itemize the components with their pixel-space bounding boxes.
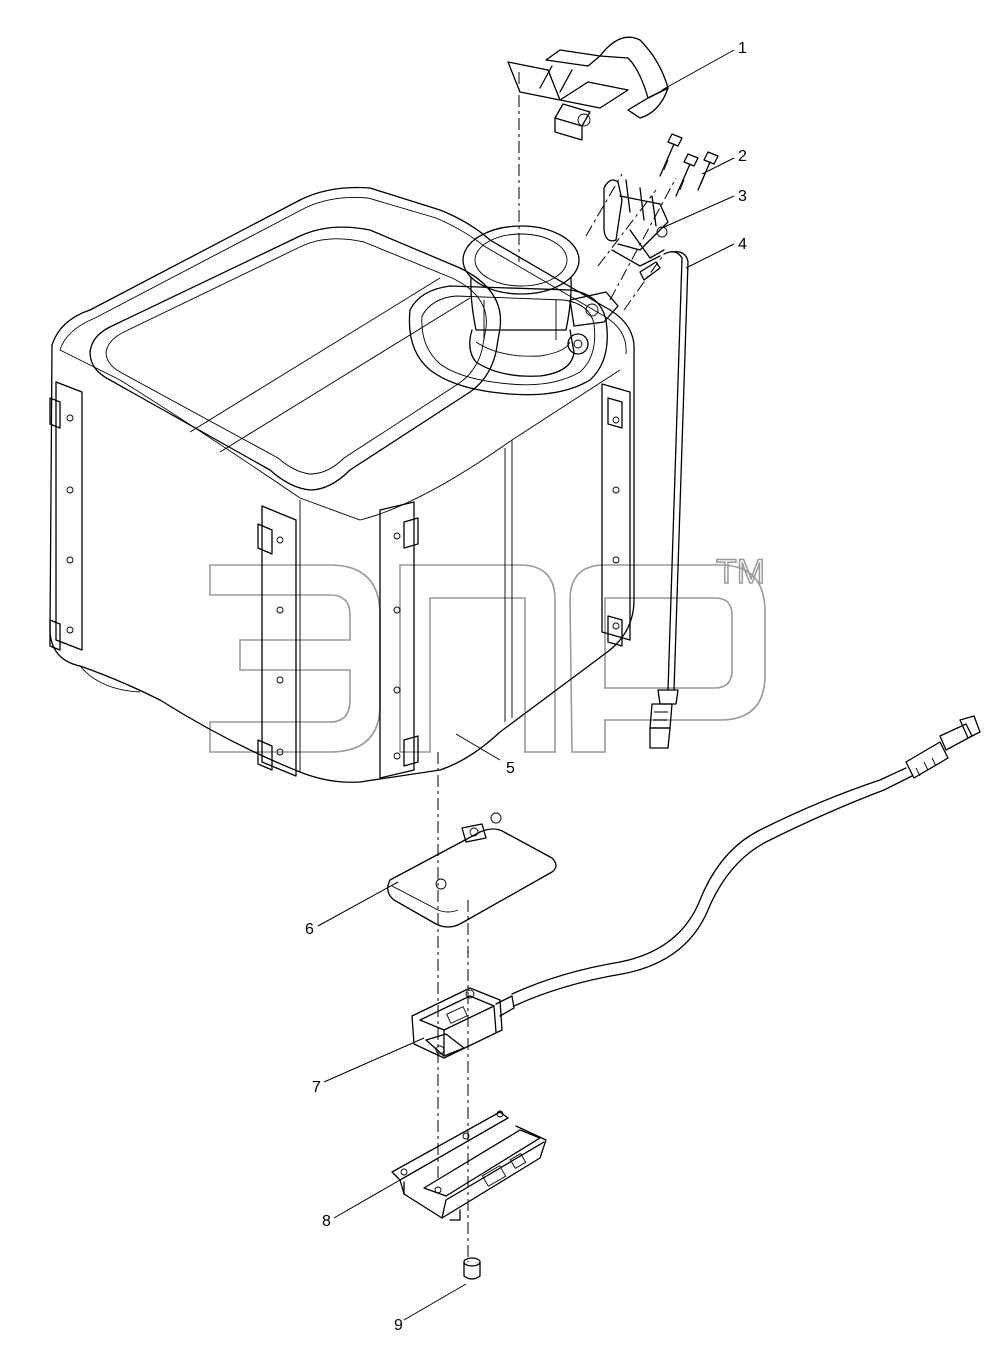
callout-9: 9: [394, 1317, 403, 1334]
trademark-text: TM: [716, 553, 765, 591]
callout-1: 1: [738, 40, 747, 57]
part-9-bolt: [463, 1257, 481, 1280]
callout-5: 5: [506, 760, 515, 777]
tank-strap-center-right: [379, 501, 419, 779]
part-1-clamp-bracket: [507, 36, 669, 141]
callout-8: 8: [322, 1213, 331, 1230]
tank-strap-center-left: [257, 505, 297, 777]
part-7-sensor-cable: [411, 715, 981, 1059]
callout-4: 4: [738, 236, 747, 253]
watermark-logo: TM: [209, 552, 766, 753]
part-6-plate: [387, 812, 557, 928]
part-5-tank: [49, 186, 635, 783]
part-4-hose: [639, 251, 689, 749]
callout-6: 6: [305, 921, 314, 938]
part-3-sensor-head: [603, 179, 669, 267]
callout-3: 3: [738, 188, 747, 205]
assembly-axes: [437, 72, 677, 1262]
leader-lines: [317, 49, 735, 1321]
part-8-bracket: [391, 1110, 547, 1221]
part-2-screws: [659, 133, 719, 197]
callout-labels: 1 2 3 4 5 6 7 8 9: [305, 40, 747, 1334]
tank-strap-left: [49, 381, 83, 651]
callout-7: 7: [312, 1079, 321, 1096]
tank-strap-right: [601, 383, 631, 647]
callout-2: 2: [738, 148, 747, 165]
